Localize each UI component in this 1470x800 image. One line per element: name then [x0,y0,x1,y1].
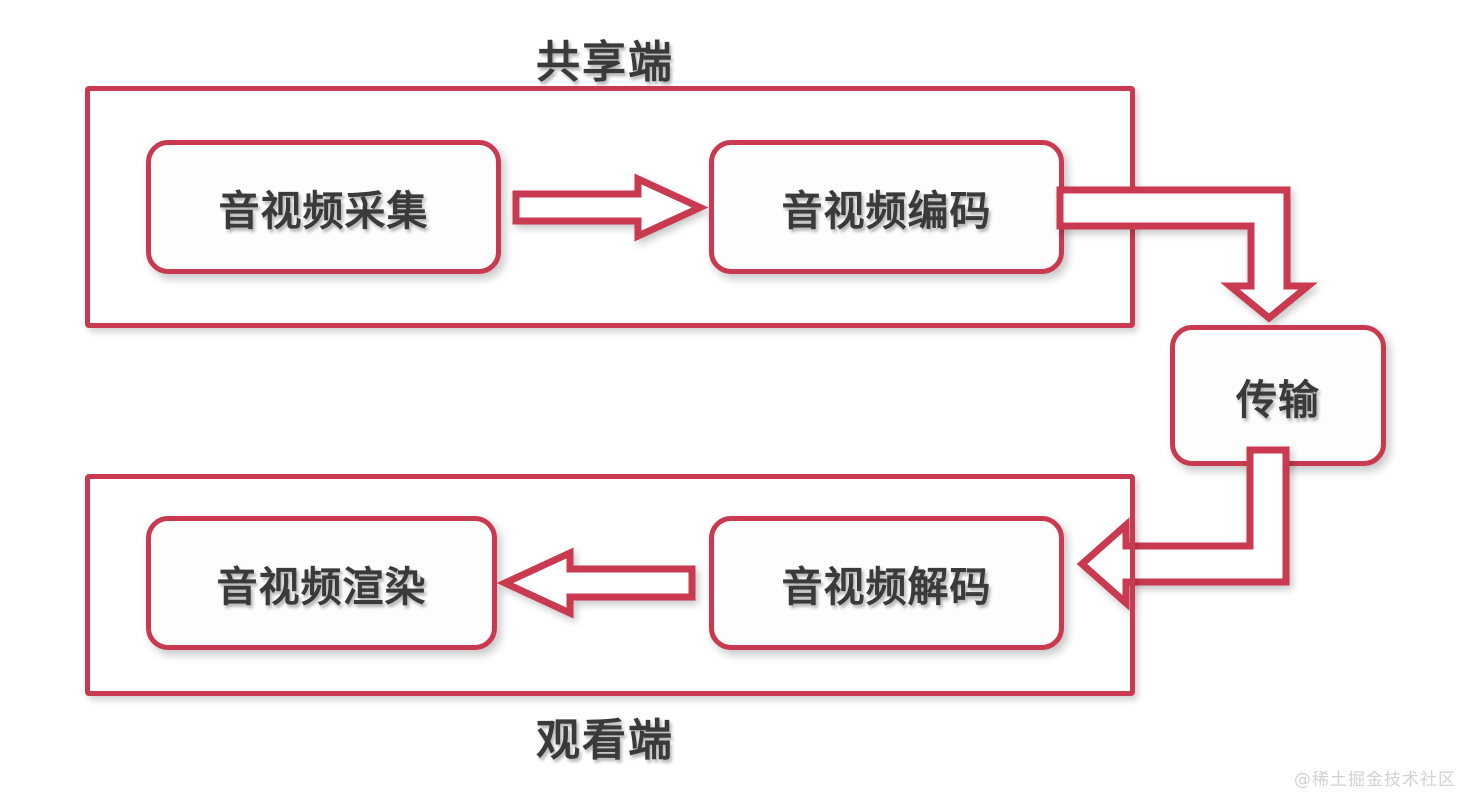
node-label: 音视频渲染 [216,563,427,611]
arrow-encode-to-transmit-icon [1056,186,1318,323]
group-container-view-end [85,474,1135,696]
node-label: 音视频编码 [781,187,992,235]
watermark-text: @稀土掘金技术社区 [1294,770,1456,790]
arrow-decode-to-render-icon [496,547,696,619]
node-label: 音视频解码 [781,563,992,611]
node-audio-video-capture[interactable]: 音视频采集 [146,140,501,274]
node-label: 音视频采集 [218,187,429,235]
arrow-capture-to-encode-icon [512,173,709,242]
group-caption-share-end: 共享端 [536,37,674,88]
node-label: 传输 [1236,375,1320,424]
node-audio-video-render[interactable]: 音视频渲染 [146,516,497,650]
node-audio-video-encode[interactable]: 音视频编码 [709,140,1064,274]
node-transmission[interactable]: 传输 [1170,325,1386,466]
node-audio-video-decode[interactable]: 音视频解码 [709,516,1064,650]
group-caption-view-end: 观看端 [536,715,674,766]
